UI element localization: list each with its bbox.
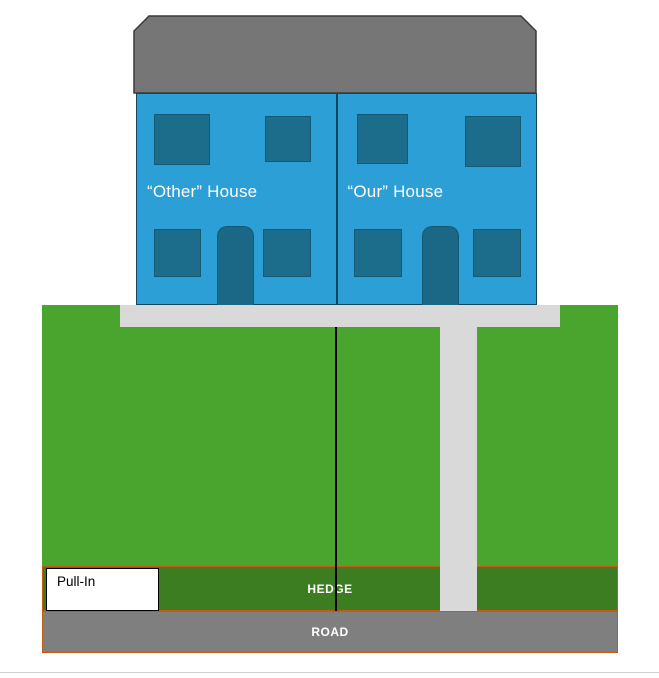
roof-polygon [133,15,537,94]
window-icon [464,116,521,167]
roof-shape [133,15,537,94]
window-icon [154,114,210,165]
door-icon [421,226,459,305]
page-divider [0,672,659,673]
pull-in-box: Pull-In [46,568,159,611]
boundary-line [335,327,337,611]
other-house-label: “Other” House [147,182,258,201]
door-icon [217,226,254,305]
house-block: “Other” House “Our” House [136,93,537,305]
road-strip: ROAD [42,611,618,653]
window-icon [263,229,311,277]
our-house-label: “Our” House [347,182,444,201]
window-icon [356,114,408,164]
road-label: ROAD [311,625,349,639]
pull-in-label: Pull-In [57,574,96,589]
window-icon [154,229,201,277]
other-house: “Other” House [137,94,336,305]
window-icon [353,229,402,277]
window-icon [472,229,521,277]
our-house: “Our” House [335,94,537,305]
window-icon [265,116,311,162]
path-horizontal [120,305,560,327]
hedge-label: HEDGE [307,581,353,596]
lawn-area [42,305,618,566]
path-vertical [440,305,477,611]
